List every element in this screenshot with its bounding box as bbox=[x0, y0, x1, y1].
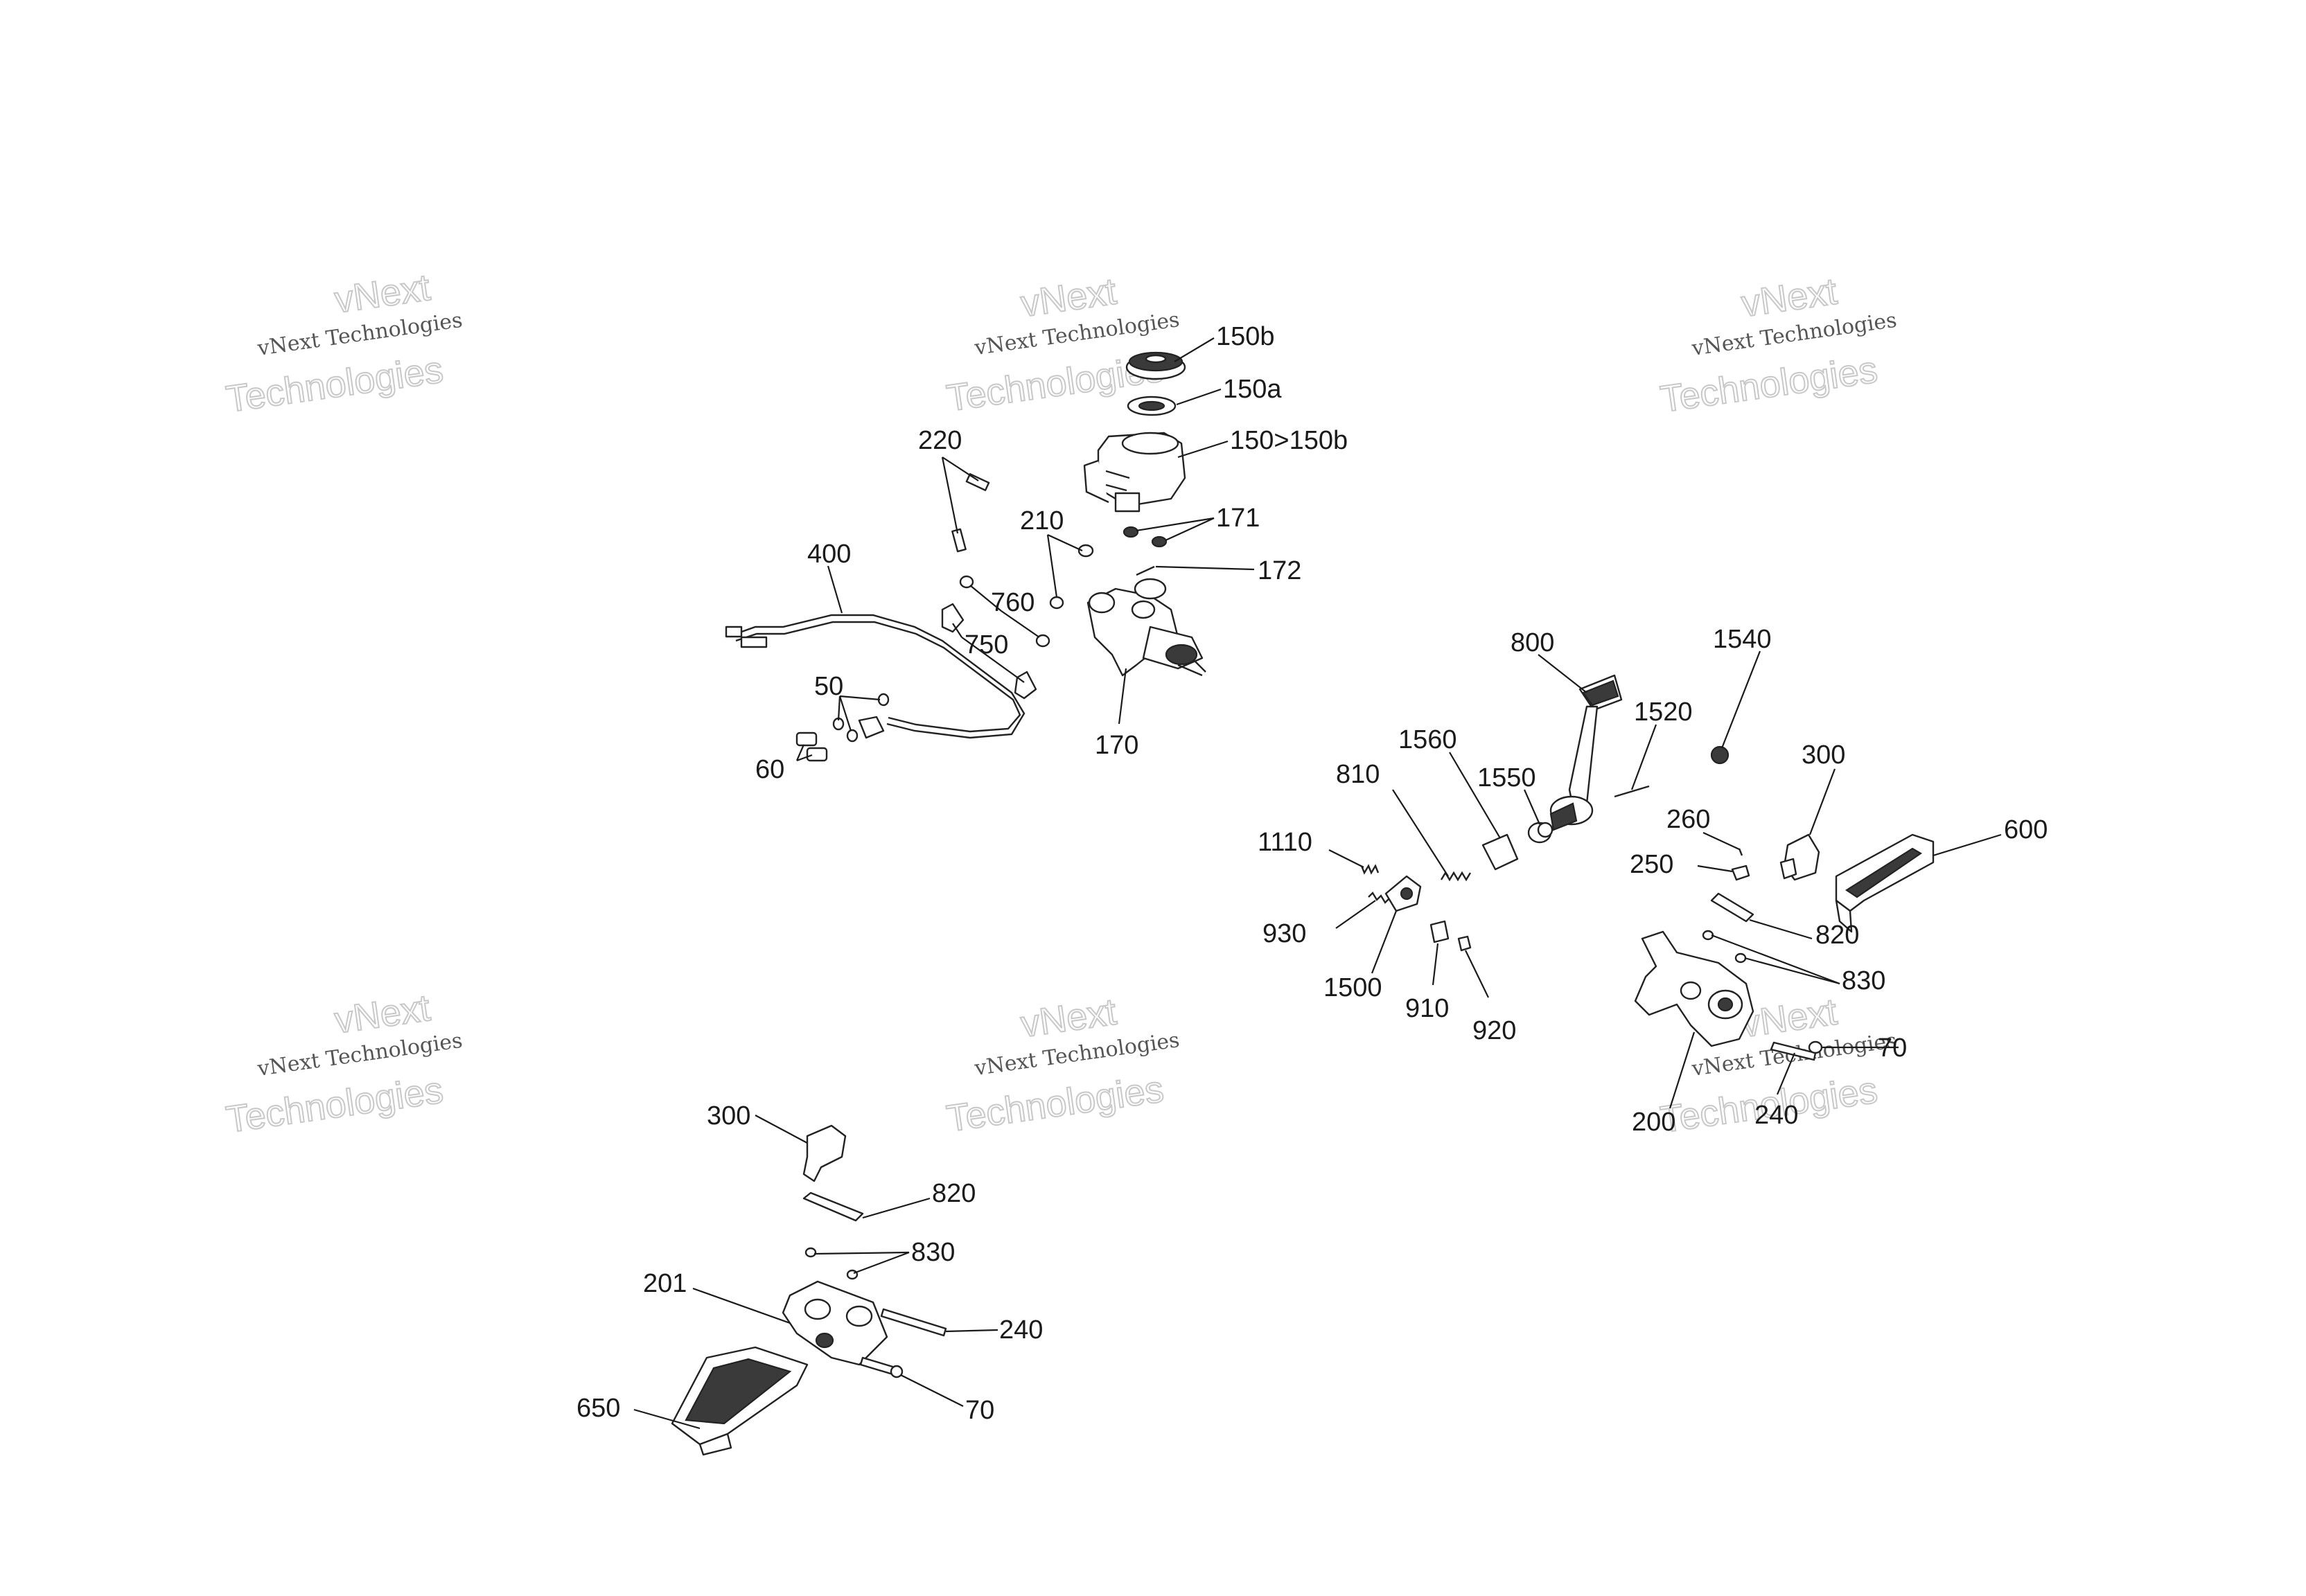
callout-830-right: 830 bbox=[1842, 966, 1885, 995]
bolt-220[interactable] bbox=[951, 473, 990, 553]
callout-240-right: 240 bbox=[1754, 1101, 1798, 1130]
watermark-top-left: vNext vNext Technologies Technologies bbox=[223, 266, 464, 421]
watermark-line1: vNext bbox=[332, 987, 432, 1042]
watermark-bottom-center: vNext vNext Technologies Technologies bbox=[944, 991, 1181, 1141]
footrest-bracket-200[interactable] bbox=[1634, 930, 1754, 1047]
part-70-left[interactable] bbox=[859, 1356, 904, 1378]
callout-800: 800 bbox=[1511, 628, 1554, 657]
callout-300-right: 300 bbox=[1802, 741, 1845, 770]
callout-172: 172 bbox=[1258, 556, 1301, 585]
callout-150: 150>150b bbox=[1230, 426, 1348, 455]
clip-750[interactable] bbox=[941, 603, 1037, 700]
callout-1550: 1550 bbox=[1477, 763, 1536, 792]
washer-171[interactable] bbox=[1123, 526, 1168, 548]
washer-830-left[interactable] bbox=[804, 1247, 859, 1280]
pin-1520[interactable] bbox=[1614, 785, 1650, 798]
watermark-bottom-left: vNext vNext Technologies Technologies bbox=[223, 986, 464, 1142]
spring-810[interactable] bbox=[1440, 871, 1472, 882]
callout-260: 260 bbox=[1666, 805, 1710, 834]
callout-labels: 150b 150a 150>150b 220 210 171 172 400 7… bbox=[576, 322, 2048, 1425]
callout-830-left: 830 bbox=[911, 1238, 955, 1267]
plate-820-right[interactable] bbox=[1710, 892, 1754, 923]
callout-220: 220 bbox=[918, 426, 962, 455]
callout-760: 760 bbox=[991, 588, 1035, 617]
callout-240-left: 240 bbox=[999, 1315, 1043, 1345]
washer-760[interactable] bbox=[959, 575, 1050, 648]
part-920[interactable] bbox=[1457, 935, 1472, 952]
reservoir-diaphragm-150a[interactable] bbox=[1127, 396, 1177, 416]
callout-70-right: 70 bbox=[1878, 1034, 1907, 1063]
callout-150a: 150a bbox=[1223, 375, 1282, 404]
callout-300-left: 300 bbox=[707, 1101, 750, 1130]
callout-750: 750 bbox=[965, 630, 1008, 659]
callout-810: 810 bbox=[1336, 760, 1380, 789]
callout-600: 600 bbox=[2004, 815, 2048, 844]
master-cylinder-170[interactable] bbox=[1086, 578, 1206, 677]
pin-240-right[interactable] bbox=[1770, 1041, 1817, 1061]
banjo-bolt-60[interactable] bbox=[795, 732, 828, 762]
callout-1110: 1110 bbox=[1258, 828, 1312, 857]
callout-250: 250 bbox=[1630, 850, 1673, 879]
callout-201: 201 bbox=[643, 1269, 687, 1298]
callout-1560: 1560 bbox=[1398, 725, 1457, 754]
watermark-line1: vNext bbox=[1019, 991, 1119, 1046]
callout-1520: 1520 bbox=[1634, 698, 1693, 727]
footrest-bracket-201[interactable] bbox=[782, 1280, 888, 1366]
leader-lines bbox=[633, 337, 2002, 1430]
callout-150b: 150b bbox=[1216, 322, 1275, 351]
watermark-top-center: vNext vNext Technologies Technologies bbox=[944, 270, 1181, 420]
callout-400: 400 bbox=[807, 540, 851, 569]
callout-820-right: 820 bbox=[1815, 921, 1859, 950]
callout-170: 170 bbox=[1095, 731, 1138, 760]
nut-1540[interactable] bbox=[1710, 745, 1730, 765]
washer-830-right[interactable] bbox=[1702, 930, 1747, 964]
watermark-line1: vNext bbox=[332, 267, 432, 321]
brake-line-400[interactable] bbox=[725, 614, 1026, 739]
brake-reservoir-150[interactable] bbox=[1083, 432, 1186, 513]
watermark-line3: Technologies bbox=[224, 348, 446, 420]
pin-240-left[interactable] bbox=[880, 1308, 947, 1337]
bracket-300-right[interactable] bbox=[1779, 833, 1820, 881]
callout-920: 920 bbox=[1472, 1016, 1516, 1045]
spacer-1560[interactable] bbox=[1481, 833, 1519, 871]
watermark-line3: Technologies bbox=[224, 1069, 446, 1140]
bracket-300-left[interactable] bbox=[802, 1124, 847, 1182]
callout-210: 210 bbox=[1020, 506, 1064, 535]
plate-820-left[interactable] bbox=[802, 1191, 864, 1222]
spring-1110[interactable] bbox=[1360, 864, 1380, 875]
callout-820-left: 820 bbox=[932, 1179, 976, 1208]
part-250[interactable] bbox=[1731, 864, 1750, 881]
brake-pedal-800[interactable] bbox=[1549, 674, 1623, 831]
lever-1500[interactable] bbox=[1384, 875, 1422, 912]
part-910[interactable] bbox=[1429, 920, 1450, 943]
o-ring-50[interactable] bbox=[832, 693, 890, 743]
callout-70-left: 70 bbox=[965, 1396, 994, 1425]
watermark-line1: vNext bbox=[1739, 991, 1840, 1046]
watermark-line1: vNext bbox=[1019, 271, 1119, 326]
part-70-right[interactable] bbox=[1808, 1040, 1823, 1054]
footrest-600[interactable] bbox=[1835, 833, 1935, 933]
callout-60: 60 bbox=[755, 755, 784, 784]
footrest-650[interactable] bbox=[671, 1346, 809, 1456]
callout-50: 50 bbox=[814, 672, 843, 701]
callout-171: 171 bbox=[1216, 504, 1260, 533]
callout-650: 650 bbox=[576, 1394, 620, 1423]
callout-910: 910 bbox=[1405, 994, 1449, 1023]
washer-210[interactable] bbox=[1049, 544, 1094, 610]
bushing-1550[interactable] bbox=[1527, 822, 1554, 844]
watermark-line1: vNext bbox=[1739, 271, 1840, 326]
pin-260[interactable] bbox=[1738, 848, 1743, 856]
callout-930: 930 bbox=[1262, 919, 1306, 948]
watermark-line3: Technologies bbox=[1658, 348, 1881, 420]
reservoir-cap-150b[interactable] bbox=[1125, 351, 1186, 380]
callout-200: 200 bbox=[1632, 1108, 1675, 1137]
watermark-top-right: vNext vNext Technologies Technologies bbox=[1657, 270, 1899, 421]
pin-172[interactable] bbox=[1136, 565, 1155, 576]
callout-1500: 1500 bbox=[1323, 973, 1382, 1002]
callout-1540: 1540 bbox=[1713, 625, 1772, 654]
